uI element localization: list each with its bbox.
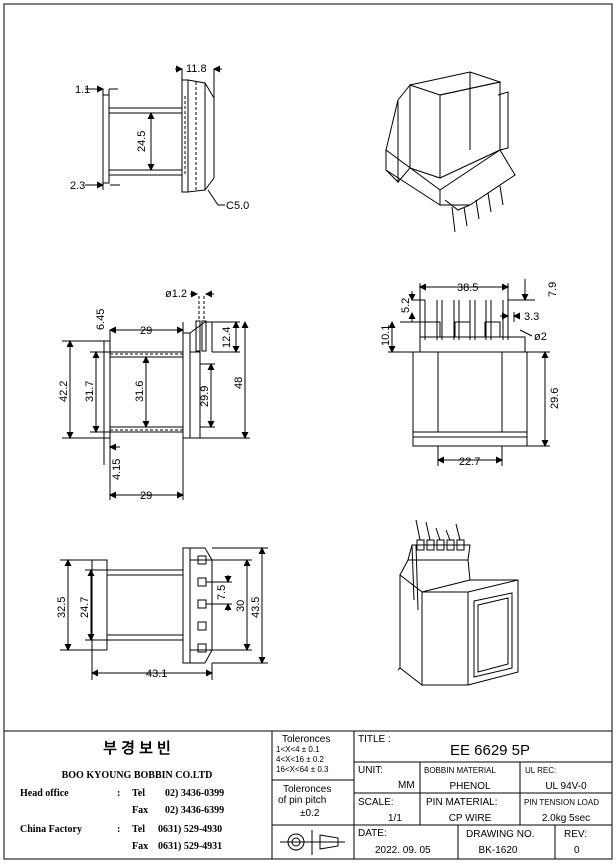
dim-front-total-h: 48 <box>233 377 245 389</box>
pin-material-value: CP WIRE <box>449 813 492 824</box>
rev-label: REV: <box>564 829 587 840</box>
dim-front-length-bot: 29 <box>140 490 152 502</box>
dim-front-pin-h: 12.4 <box>221 327 233 348</box>
dim-front-flange: 6.45 <box>95 309 107 330</box>
dim-pinend-body-w: 22.7 <box>459 456 480 468</box>
dim-top-total-w: 43.5 <box>250 597 262 618</box>
head-office-tel-label: Tel <box>132 788 145 799</box>
dim-side-top: 1.1 <box>75 84 90 96</box>
scale-value: 1/1 <box>388 813 402 824</box>
pin-tension-label: PIN TENSION LOAD <box>524 798 599 807</box>
head-office-label: Head office <box>20 788 69 799</box>
ul-rec-label: UL REC: <box>525 766 556 775</box>
pin-end-view <box>388 279 550 466</box>
title-label: TITLE : <box>358 734 391 745</box>
drawing-title: EE 6629 5P <box>450 742 530 759</box>
dim-pinend-body-h: 29.6 <box>549 388 561 409</box>
dim-top-length: 43.1 <box>146 668 167 680</box>
china-factory-fax: 0631) 529-4931 <box>158 841 222 852</box>
scale-label: SCALE: <box>358 797 394 808</box>
dim-top-outer-w: 32.5 <box>56 597 68 618</box>
pin-pitch-tol-2: of pin pitch <box>278 795 326 806</box>
dim-front-pin-dia: ø1.2 <box>165 288 187 300</box>
dim-top-slot-w: 30 <box>235 600 247 612</box>
pin-material-label: PIN MATERIAL: <box>426 797 498 808</box>
china-factory-tel: 0631) 529-4930 <box>158 824 222 835</box>
dim-front-core-h: 31.6 <box>134 381 146 402</box>
dim-side-bottom: 2.3 <box>70 180 85 192</box>
tolerance-header: Toleronces <box>282 734 330 745</box>
unit-value: MM <box>398 780 415 791</box>
company-korean: 부 경 보 빈 <box>103 739 171 757</box>
dim-side-height: 24.5 <box>136 131 148 152</box>
dim-front-length-top: 29 <box>140 325 152 337</box>
unit-label: UNIT: <box>358 765 383 776</box>
head-office-fax-label: Fax <box>132 805 148 816</box>
china-factory-fax-label: Fax <box>132 841 148 852</box>
dim-pinend-pitch: 3.3 <box>524 311 539 323</box>
dim-side-depth: 11.8 <box>186 63 207 75</box>
china-factory-tel-label: Tel <box>132 824 145 835</box>
date-label: DATE: <box>358 828 387 839</box>
china-factory-colon: : <box>117 824 120 835</box>
head-office-tel: 02) 3436-0399 <box>165 788 224 799</box>
rev-value: 0 <box>574 845 580 856</box>
title-block-lines <box>4 730 612 859</box>
dim-front-window-h: 29.9 <box>199 386 211 407</box>
tolerance-row-2: 4<X<16 ± 0.2 <box>276 755 325 764</box>
sheet-border <box>3 3 613 860</box>
side-view <box>85 65 225 206</box>
iso-view-top <box>385 71 516 233</box>
pin-tension-value: 2.0kg 5sec <box>542 813 590 824</box>
top-view <box>60 547 268 680</box>
dim-side-chamfer: C5.0 <box>226 200 249 212</box>
china-factory-label: China Factory <box>20 824 82 835</box>
head-office-fax: 02) 3436-6399 <box>165 805 224 816</box>
date-value: 2022. 09. 05 <box>375 845 431 856</box>
dim-pinend-pin-dia: ø2 <box>534 331 547 343</box>
company-english: BOO KYOUNG BOBBIN CO.LTD <box>62 770 213 781</box>
dim-top-inner-w: 24.7 <box>79 597 91 618</box>
front-view <box>62 290 250 500</box>
bobbin-material-label: BOBBIN MATERIAL <box>424 766 496 775</box>
tolerance-row-1: 1<X<4 ± 0.1 <box>276 745 320 754</box>
pin-pitch-tol-3: ±0.2 <box>300 808 320 819</box>
dim-pinend-pin-top: 7.9 <box>547 282 559 297</box>
drawing-no-label: DRAWING NO. <box>466 829 535 840</box>
drawing-no-value: BK-1620 <box>479 845 518 856</box>
dim-pinend-span: 38.5 <box>457 282 478 294</box>
head-office-colon: : <box>117 788 120 799</box>
ul-rec-value: UL 94V-0 <box>545 781 587 792</box>
dim-front-inner-h: 31.7 <box>84 381 96 402</box>
dim-front-base: 4.15 <box>111 459 123 480</box>
dim-front-outer-h: 42.2 <box>58 381 70 402</box>
pin-pitch-tol-1: Toleronces <box>283 784 331 795</box>
dim-pinend-tip: 5.2 <box>400 298 412 313</box>
dim-top-pin-pitch: 7.5 <box>216 585 228 600</box>
tolerance-row-3: 16<X<64 ± 0.3 <box>276 765 329 774</box>
iso-view-bottom <box>397 519 519 687</box>
dim-pinend-shoulder: 10.1 <box>380 325 392 346</box>
bobbin-material-value: PHENOL <box>449 781 491 792</box>
